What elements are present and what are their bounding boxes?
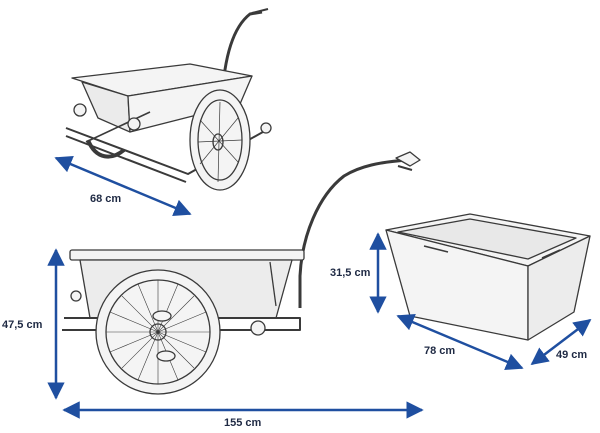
dimension-label-box-length: 78 cm: [424, 345, 455, 357]
cargo-box-illustration: [385, 213, 591, 341]
trailer-perspective-illustration: [65, 8, 272, 191]
trailer-side-illustration: [62, 151, 421, 395]
dimension-label-top-length: 68 cm: [90, 193, 121, 205]
dimension-label-box-height: 31,5 cm: [330, 267, 371, 279]
dimension-label-total-height: 47,5 cm: [2, 319, 43, 331]
dimension-label-box-width: 49 cm: [556, 349, 587, 361]
dimension-arrow-box-length: [396, 314, 524, 370]
dimension-label-total-length: 155 cm: [224, 417, 262, 429]
dimension-arrow-box-width: [530, 318, 592, 366]
dimension-arrow-top-length: [54, 155, 192, 217]
